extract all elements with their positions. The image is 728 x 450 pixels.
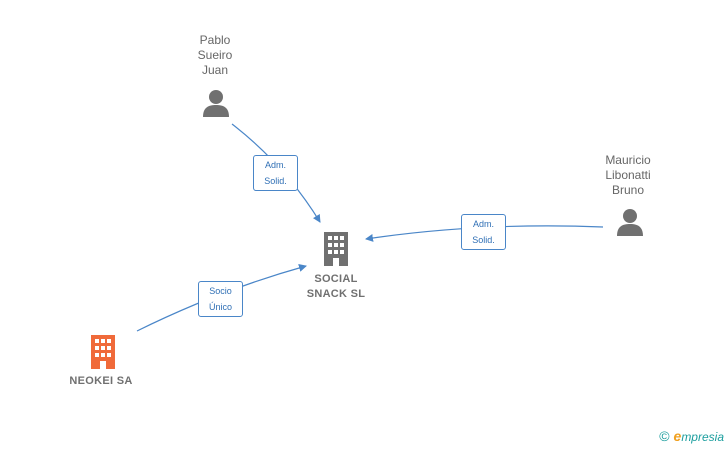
brand-logo-text: mpresia: [681, 430, 724, 444]
building-icon[interactable]: [88, 335, 118, 369]
person-icon[interactable]: [615, 207, 645, 237]
person-label-mauricio: Mauricio Libonatti Bruno: [605, 153, 651, 197]
person-icon[interactable]: [201, 88, 231, 118]
edge-label-neokei-social: Socio Único: [198, 281, 243, 317]
edge-label-pablo-social: Adm. Solid.: [253, 155, 298, 191]
copyright-icon: ©: [659, 428, 670, 444]
company-label-social-snack: SOCIAL SNACK SL: [306, 273, 366, 300]
building-icon[interactable]: [321, 232, 351, 266]
brand-logo-initial: e: [673, 428, 682, 444]
person-label-pablo: Pablo Sueiro Juan: [197, 33, 233, 77]
brand-watermark: ©empresia: [659, 428, 724, 444]
company-label-neokei: NEOKEI SA: [69, 375, 133, 387]
edge-label-mauricio-social: Adm. Solid.: [461, 214, 506, 250]
